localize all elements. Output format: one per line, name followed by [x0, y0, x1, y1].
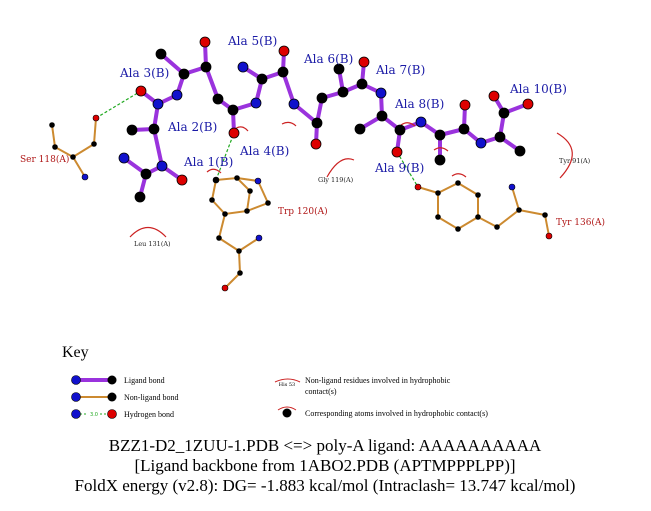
label-ala-6: Ala 6(B) — [303, 52, 353, 66]
key-hbond-distance: 3.0 — [90, 412, 98, 418]
ligand-residue-labels: Ala 1(B) Ala 2(B) Ala 3(B) Ala 4(B) Ala … — [119, 34, 567, 175]
label-trp-120: Trp 120(A) — [278, 206, 328, 217]
label-ala-10: Ala 10(B) — [509, 82, 567, 96]
key-corresponding-atoms: Corresponding atoms involved in hydropho… — [305, 409, 488, 418]
label-ala-8: Ala 8(B) — [394, 97, 444, 111]
nonligand-atoms — [49, 114, 553, 292]
caption-line-3: FoldX energy (v2.8): DG= -1.883 kcal/mol… — [75, 476, 576, 495]
hydrophobic-arcs — [129, 121, 573, 238]
label-ala-4: Ala 4(B) — [239, 144, 289, 158]
key-nonligand-residues-2: contact(s) — [305, 387, 337, 396]
label-ala-5: Ala 5(B) — [227, 34, 277, 48]
hydrogen-bonds — [95, 90, 419, 188]
label-ala-3: Ala 3(B) — [119, 66, 169, 80]
label-ala-2: Ala 2(B) — [167, 120, 217, 134]
key-ligand-bond: Ligand bond — [124, 376, 165, 385]
caption: BZZ1-D2_1ZUU-1.PDB <=> poly-A ligand: AA… — [75, 436, 576, 495]
key-title: Key — [62, 344, 89, 361]
nonligand-bonds — [51, 117, 550, 289]
label-tyr-91: Tyr 91(A) — [559, 157, 591, 165]
key-nonligand-residues-1: Non-ligand residues involved in hydropho… — [305, 376, 451, 385]
label-ala-9: Ala 9(B) — [374, 161, 424, 175]
label-ser-118: Ser 118(A) — [20, 154, 69, 165]
key: Key Ligand bond Non-ligand bond 3.0 Hydr… — [62, 344, 488, 419]
label-leu-131: Leu 131(A) — [134, 240, 171, 248]
caption-line-1: BZZ1-D2_1ZUU-1.PDB <=> poly-A ligand: AA… — [109, 436, 542, 455]
caption-line-2: [Ligand backbone from 1ABO2.PDB (APTMPPP… — [134, 456, 515, 475]
label-ala-1: Ala 1(B) — [183, 155, 233, 169]
ligand-atoms — [118, 36, 534, 203]
key-example-residue: His 53 — [279, 382, 295, 388]
key-hbond: Hydrogen bond — [124, 410, 174, 419]
label-tyr-136: Tyr 136(A) — [556, 217, 605, 228]
label-ala-7: Ala 7(B) — [375, 63, 425, 77]
contact-residue-labels: Ser 118(A) Trp 120(A) Tyr 136(A) Gly 119… — [20, 154, 605, 248]
key-nonligand-bond: Non-ligand bond — [124, 393, 178, 402]
label-gly-119: Gly 119(A) — [318, 176, 354, 184]
